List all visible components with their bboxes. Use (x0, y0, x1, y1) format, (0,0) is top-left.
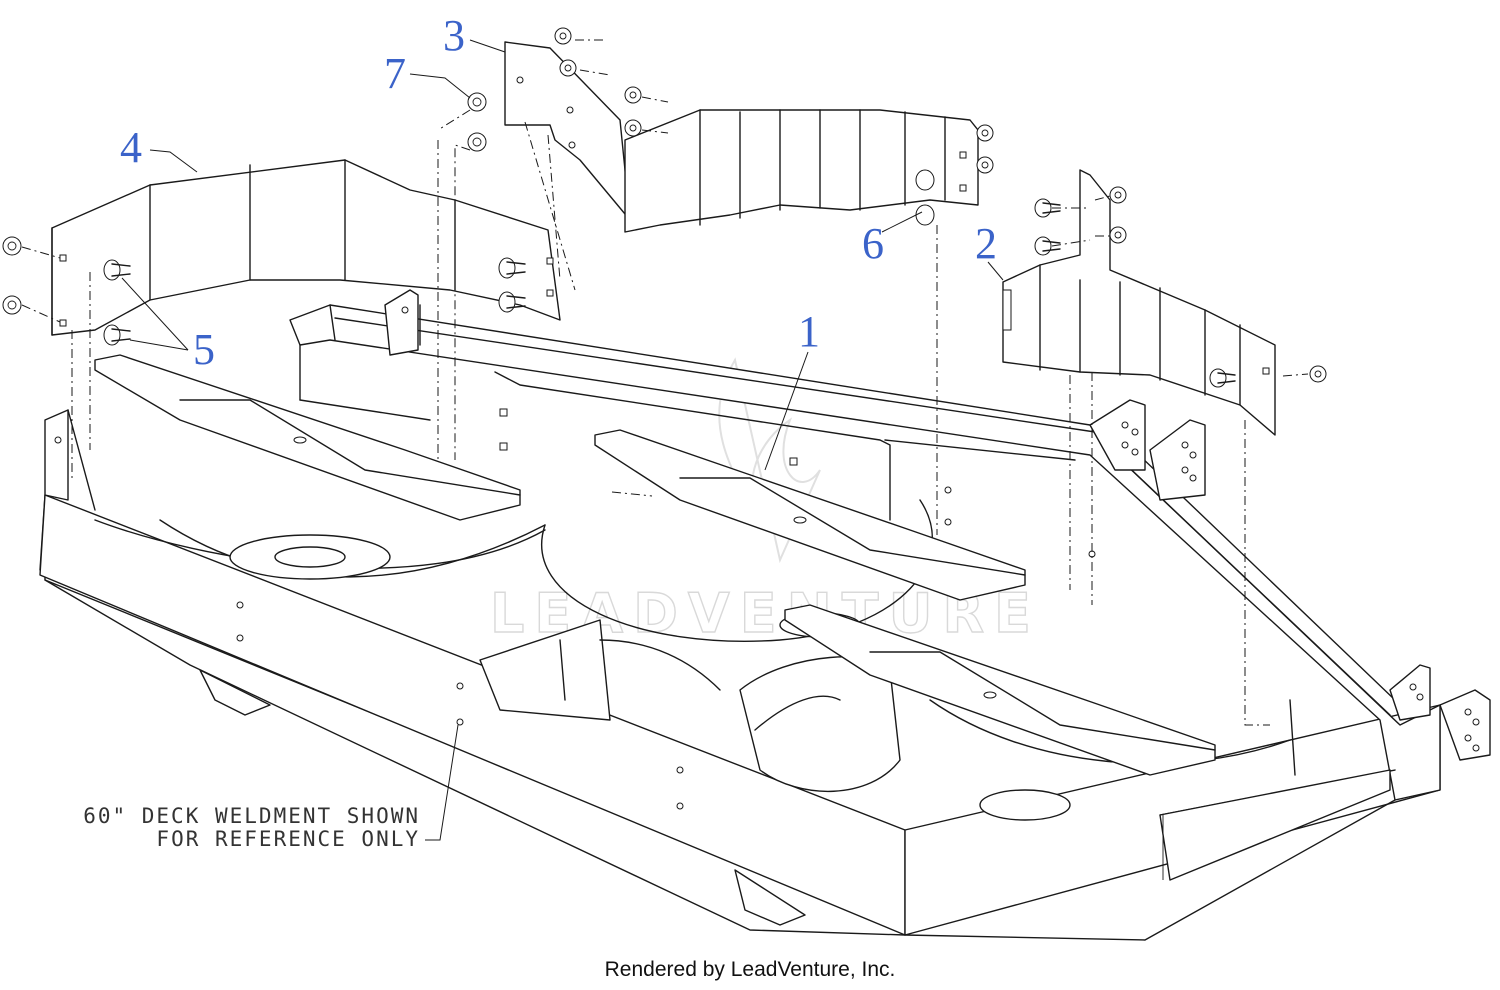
flange-nut (467, 132, 487, 152)
flange-nut (976, 156, 994, 174)
part-callouts: 1 2 3 4 5 6 7 (120, 11, 1004, 471)
callout-1-label: 1 (798, 307, 820, 356)
callout-2-label: 2 (975, 219, 997, 268)
flange-nut (976, 124, 994, 142)
callout-4[interactable]: 4 (120, 123, 198, 173)
callout-2[interactable]: 2 (975, 219, 1004, 281)
flange-nut (2, 295, 22, 315)
callout-7[interactable]: 7 (384, 49, 471, 99)
flange-nut (624, 86, 642, 104)
carriage-bolt (1034, 198, 1061, 218)
flange-nut (467, 92, 487, 112)
carriage-bolt (103, 259, 131, 281)
callout-1[interactable]: 1 (764, 307, 820, 471)
carriage-bolt (915, 169, 935, 191)
carriage-bolt (915, 204, 935, 226)
callout-5[interactable]: 5 (121, 277, 215, 374)
flange-nut (554, 27, 572, 45)
callout-4-label: 4 (120, 123, 142, 172)
deck-weldment (39, 289, 1491, 941)
flange-nut (1109, 186, 1127, 204)
right-deck-shield (1002, 169, 1276, 436)
carriage-bolt (1209, 368, 1236, 388)
callout-3[interactable]: 3 (443, 11, 506, 60)
note-line-2: FOR REFERENCE ONLY (156, 827, 420, 851)
footer-credit: Rendered by LeadVenture, Inc. (604, 958, 896, 981)
flange-nut (624, 119, 642, 137)
flange-nut (559, 59, 577, 77)
flange-nut (2, 236, 22, 256)
carriage-bolt (498, 291, 526, 313)
reference-note: 60" DECK WELDMENT SHOWN FOR REFERENCE ON… (83, 724, 459, 851)
carriage-bolt (103, 324, 131, 346)
flange-nut (1109, 226, 1127, 244)
carriage-bolt (498, 257, 526, 279)
left-deck-shield (51, 159, 561, 336)
note-line-1: 60" DECK WELDMENT SHOWN (83, 804, 420, 828)
flange-nut (1309, 365, 1327, 383)
callout-5-label: 5 (193, 325, 215, 374)
assembly-centerlines (21, 39, 1309, 726)
callout-6[interactable]: 6 (862, 211, 923, 268)
carriage-bolt (1034, 236, 1061, 256)
callout-7-label: 7 (384, 49, 406, 98)
callout-6-label: 6 (862, 219, 884, 268)
hardware (2, 27, 1327, 388)
callout-3-label: 3 (443, 11, 465, 60)
mower-blades (94, 354, 1216, 776)
